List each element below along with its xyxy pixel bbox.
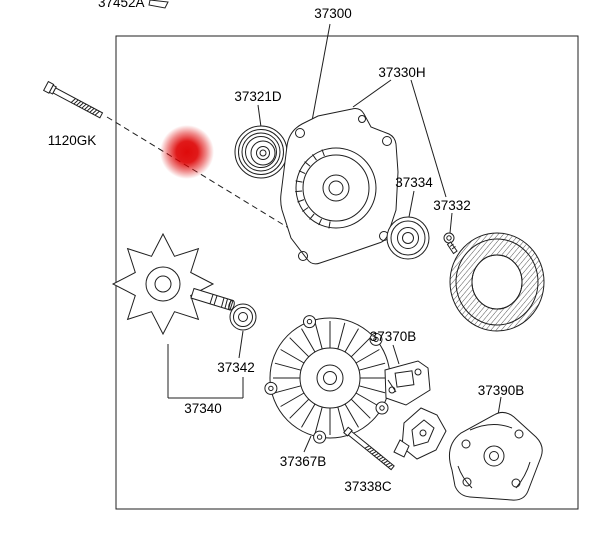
front-bearing-drawing xyxy=(386,216,430,260)
rotor-drawing xyxy=(111,232,235,336)
front-housing-drawing xyxy=(280,108,399,265)
through-bolt-drawing xyxy=(343,426,395,471)
label-brush-holder[interactable]: 37370B xyxy=(370,329,417,344)
label-front-bracket[interactable]: 37330H xyxy=(378,65,425,80)
rear-bearing-drawing xyxy=(229,303,257,331)
regulator-drawing xyxy=(393,407,447,460)
clipped-part-icon xyxy=(148,0,169,9)
mount-bolt-drawing xyxy=(42,80,104,119)
bearing-screw-drawing xyxy=(443,232,458,255)
label-top-partial[interactable]: 37452A xyxy=(98,0,145,10)
label-rear-cover[interactable]: 37390B xyxy=(478,383,525,398)
label-assembly[interactable]: 37300 xyxy=(314,6,352,21)
brush-holder-drawing xyxy=(384,360,431,406)
stator-drawing xyxy=(449,232,545,332)
diagram-frame xyxy=(115,35,579,510)
label-rear-bracket[interactable]: 37367B xyxy=(280,454,327,469)
highlight-blob xyxy=(160,125,214,179)
alignment-dash-line xyxy=(106,116,293,231)
leader-lines xyxy=(167,23,502,453)
label-mount-bolt[interactable]: 1120GK xyxy=(48,133,97,148)
label-through-bolt[interactable]: 37338C xyxy=(344,479,392,494)
rear-cover-drawing xyxy=(449,411,543,501)
pulley-drawing xyxy=(234,125,288,179)
label-rotor[interactable]: 37340 xyxy=(184,401,222,416)
label-bearing-screw[interactable]: 37332 xyxy=(433,198,471,213)
label-rear-bearing[interactable]: 37342 xyxy=(217,360,255,375)
label-front-bearing[interactable]: 37334 xyxy=(395,175,433,190)
label-pulley[interactable]: 37321D xyxy=(234,89,282,104)
